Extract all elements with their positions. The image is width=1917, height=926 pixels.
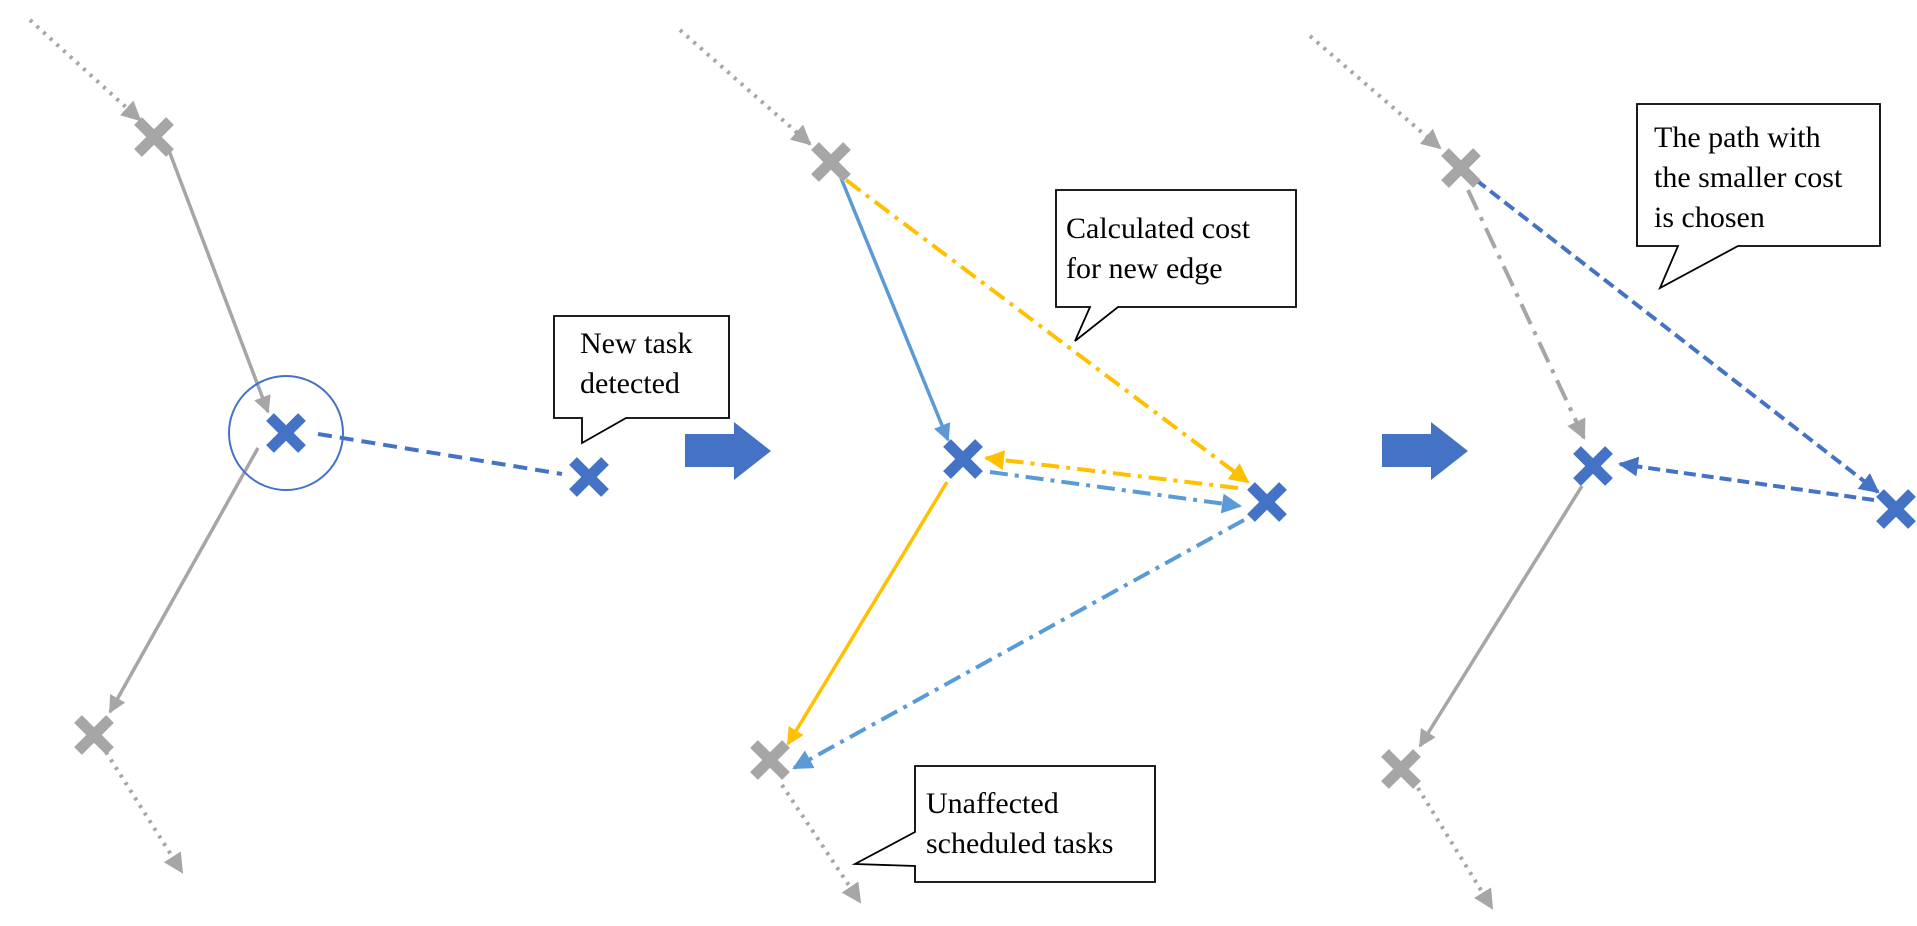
x-mark-icon xyxy=(573,461,605,493)
callout-line: for new edge xyxy=(1066,252,1223,285)
edge-gray xyxy=(1418,485,1584,748)
panel-3: The path with the smaller cost is chosen xyxy=(1308,34,1912,910)
callout-line: scheduled tasks xyxy=(926,827,1113,860)
incoming-dotted-edge xyxy=(678,28,812,146)
panel-1: New task detected xyxy=(28,18,730,874)
edge-light-blue-dashdot xyxy=(792,518,1245,770)
x-mark-icon xyxy=(815,146,847,178)
callout-line: New task xyxy=(580,327,692,360)
outgoing-dotted-edge xyxy=(1416,786,1494,910)
incoming-dotted-edge xyxy=(28,18,142,122)
incoming-dotted-edge xyxy=(1308,34,1442,150)
outgoing-dotted-edge xyxy=(780,783,862,904)
panel-2: Calculated cost for new edge Unaffected … xyxy=(678,28,1297,904)
callout-line: The path with xyxy=(1654,121,1821,154)
block-arrow-right-icon xyxy=(1382,422,1468,480)
callout-smaller-cost: The path with the smaller cost is chosen xyxy=(1636,103,1881,291)
x-mark-icon xyxy=(270,417,302,449)
x-mark-icon xyxy=(1577,450,1609,482)
outgoing-dotted-edge xyxy=(104,750,184,874)
edge-gray xyxy=(108,447,260,714)
callout-line: Calculated cost xyxy=(1066,212,1251,245)
edge-light-blue-dashdot xyxy=(989,470,1242,514)
chosen-edge-dashed xyxy=(1474,178,1880,494)
chosen-edge-dashed xyxy=(1618,456,1875,502)
callout-line: detected xyxy=(580,367,680,400)
x-mark-icon xyxy=(1251,486,1283,518)
edge-gray-dashdot xyxy=(1466,189,1586,440)
callout-new-task: New task detected xyxy=(553,315,730,445)
x-mark-icon xyxy=(1880,493,1912,525)
callout-line: the smaller cost xyxy=(1654,161,1843,194)
edge-gray xyxy=(166,147,271,414)
callout-unaffected: Unaffected scheduled tasks xyxy=(851,765,1156,883)
edge-orange-dashdot xyxy=(984,450,1239,490)
x-mark-icon xyxy=(1385,753,1417,785)
x-mark-icon xyxy=(754,744,786,776)
block-arrow-right-icon xyxy=(685,422,771,480)
x-mark-icon xyxy=(947,443,979,475)
edge-orange-dashdot xyxy=(844,178,1250,484)
edge-light-blue xyxy=(839,177,951,442)
callout-line: is chosen xyxy=(1654,201,1765,234)
candidate-edge-dashed xyxy=(317,432,563,476)
selection-circle xyxy=(228,375,344,491)
x-mark-icon xyxy=(138,121,170,153)
x-mark-icon xyxy=(1445,152,1477,184)
x-mark-icon xyxy=(78,719,110,751)
callout-line: Unaffected xyxy=(926,787,1059,820)
edge-orange xyxy=(786,481,949,746)
callout-calculated-cost: Calculated cost for new edge xyxy=(1055,189,1297,342)
